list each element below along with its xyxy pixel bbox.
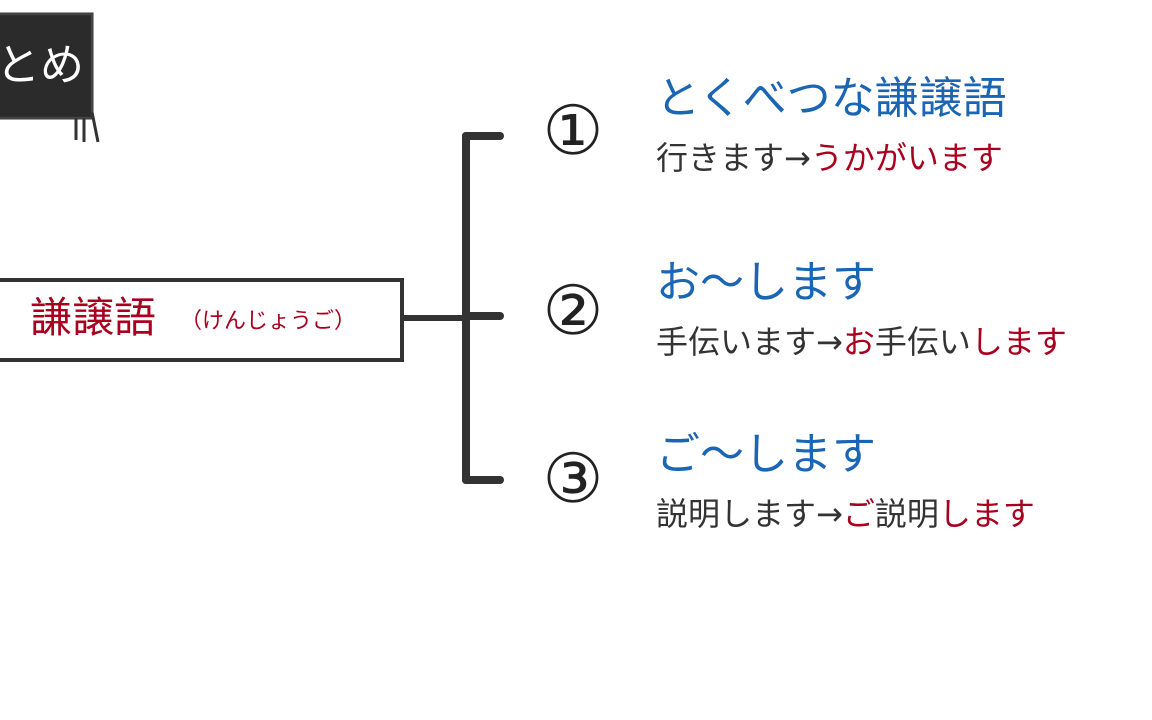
root-node-label: 謙譲語 [30,293,157,342]
branch-1-example: 行きます→うかがいます [656,136,1003,180]
branch-1-example-before: 行きます→ [656,139,811,177]
branch-1-title: とくべつな謙譲語 [656,73,1007,124]
chalkboard-sign-icon [0,12,100,143]
branch-2-example-part-2: 手伝い [874,323,971,361]
branch-3-title: ご～します [656,429,876,480]
branch-3-example-before: 説明します→ [656,495,843,533]
branch-3-example-part-2: 説明 [874,495,939,533]
branch-2-number: ② [542,272,604,351]
branch-2-example-part-1: お [842,323,875,361]
branch-2-example-part-3: します [970,323,1067,361]
branch-2-title: お～します [656,257,876,308]
branch-2-example-before: 手伝います→ [656,323,843,361]
branch-3-example-part-1: ご [842,495,875,533]
branch-3-example: 説明します→ご説明します [656,492,1035,536]
branch-2-example: 手伝います→お手伝いします [656,320,1067,364]
root-node-box [0,278,404,362]
branch-1-example-part-1: うかがいます [810,139,1003,177]
root-node-reading: （けんじょうご） [180,309,357,334]
branch-3-number: ③ [542,440,604,519]
chalkboard-sign-label: とめ [0,40,84,91]
branch-1-number: ① [542,92,604,171]
branch-3-example-part-3: します [938,495,1035,533]
